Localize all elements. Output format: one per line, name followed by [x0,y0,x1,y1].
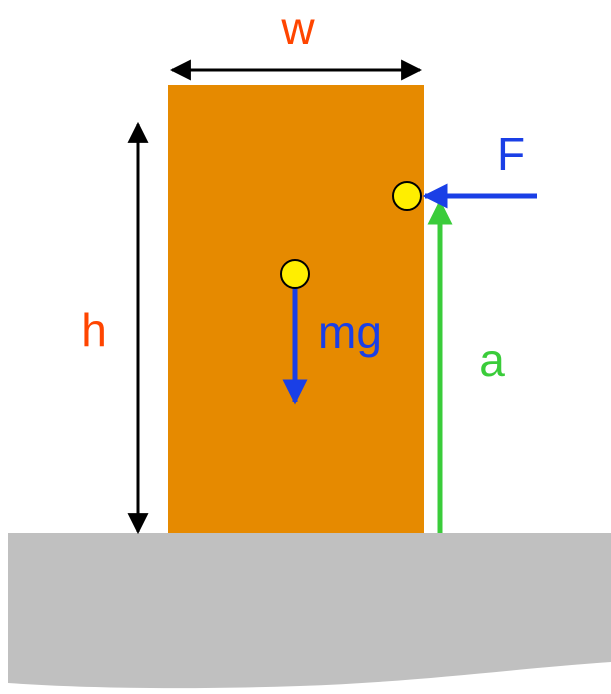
weight-label: mg [318,306,382,358]
force-application-point [392,181,422,211]
width-label: w [280,2,315,54]
lever-arm-label: a [479,334,505,386]
height-label: h [81,304,107,356]
force-label: F [497,128,525,180]
ground [8,533,611,689]
center-of-mass-point [280,259,310,289]
